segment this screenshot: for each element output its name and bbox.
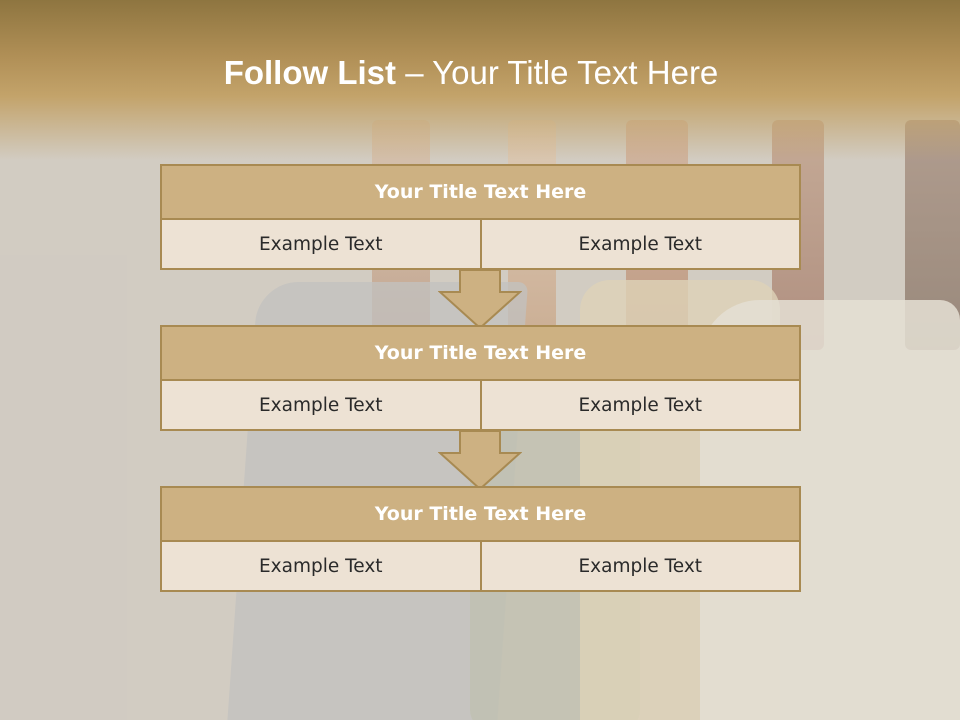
down-arrow-icon bbox=[438, 431, 522, 491]
block-heading: Your Title Text Here bbox=[160, 164, 801, 220]
slide-title: Follow List – Your Title Text Here bbox=[0, 54, 942, 92]
block-heading: Your Title Text Here bbox=[160, 325, 801, 381]
block-cell-left: Example Text bbox=[160, 542, 482, 592]
list-block-1: Your Title Text Here Example Text Exampl… bbox=[160, 164, 801, 270]
down-arrow-icon bbox=[438, 270, 522, 330]
block-cell-left: Example Text bbox=[160, 220, 482, 270]
list-block-3: Your Title Text Here Example Text Exampl… bbox=[160, 486, 801, 592]
block-cell-right: Example Text bbox=[481, 381, 801, 431]
block-heading: Your Title Text Here bbox=[160, 486, 801, 542]
title-rest: – Your Title Text Here bbox=[396, 54, 719, 91]
block-cell-right: Example Text bbox=[481, 220, 801, 270]
block-cell-left: Example Text bbox=[160, 381, 482, 431]
block-cell-right: Example Text bbox=[481, 542, 801, 592]
title-band bbox=[0, 0, 960, 160]
title-bold: Follow List bbox=[223, 54, 397, 91]
list-block-2: Your Title Text Here Example Text Exampl… bbox=[160, 325, 801, 431]
